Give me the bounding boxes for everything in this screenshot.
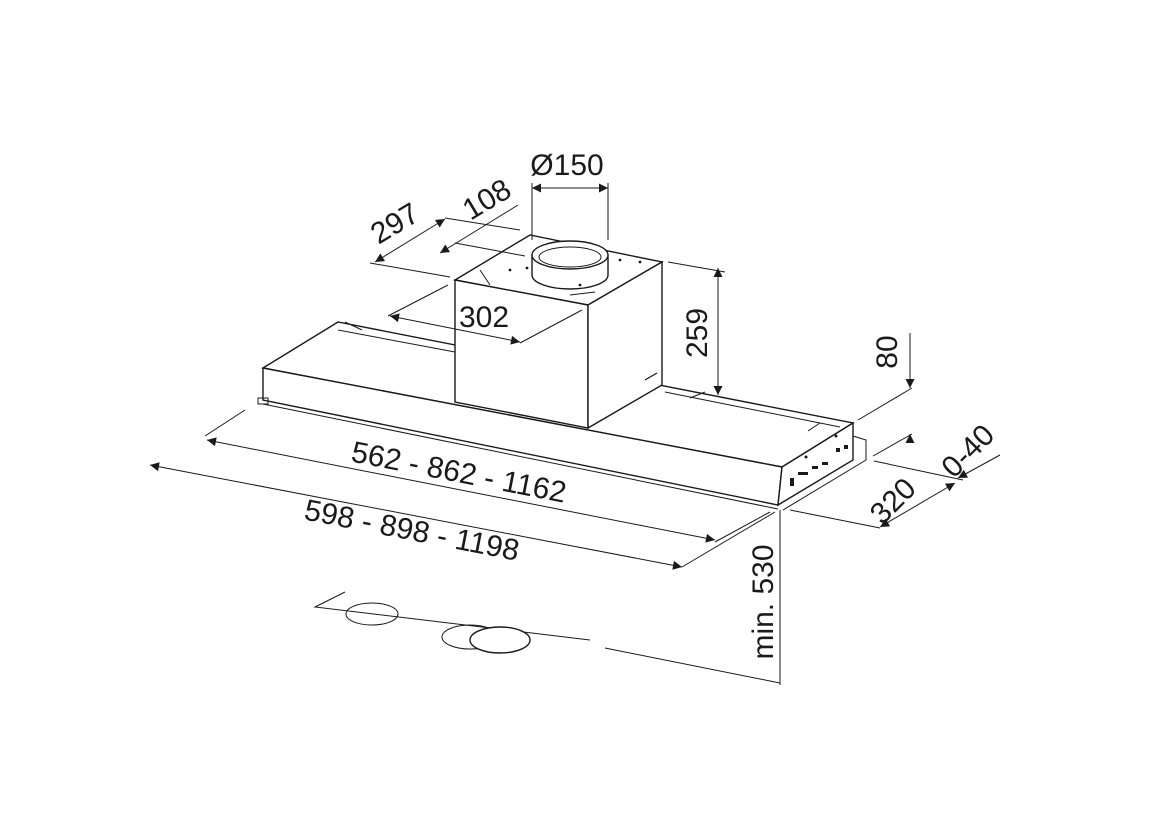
dim-0-40-label: 0-40 bbox=[935, 418, 1001, 484]
dim-297-label: 297 bbox=[365, 197, 425, 251]
hob bbox=[313, 591, 781, 684]
dimension-lines bbox=[149, 183, 1001, 685]
dim-302-label: 302 bbox=[459, 301, 509, 334]
dim-108-label: 108 bbox=[457, 173, 517, 227]
duct-collar bbox=[531, 240, 609, 290]
dim-diameter-label: Ø150 bbox=[530, 149, 603, 182]
dim-outer-width-label: 598 - 898 - 1198 bbox=[302, 494, 522, 568]
dim-320-label: 320 bbox=[864, 472, 923, 531]
control-panel-holes bbox=[790, 434, 848, 486]
dim-259-label: 259 bbox=[681, 308, 714, 358]
dim-min-height-label: min. 530 bbox=[747, 544, 780, 659]
dim-80-label: 80 bbox=[871, 335, 904, 368]
